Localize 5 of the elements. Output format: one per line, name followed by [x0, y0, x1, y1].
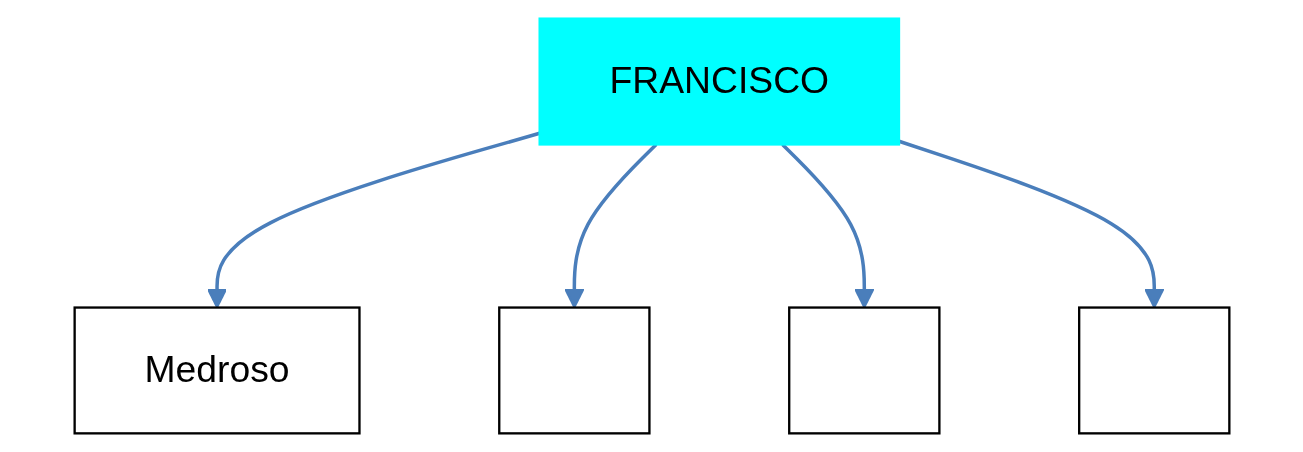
- node-box: [1077, 306, 1230, 435]
- node-box: [787, 306, 941, 435]
- node-box: FRANCISCO: [538, 17, 900, 146]
- node-box: Medroso: [72, 306, 361, 435]
- node-box: [497, 306, 651, 435]
